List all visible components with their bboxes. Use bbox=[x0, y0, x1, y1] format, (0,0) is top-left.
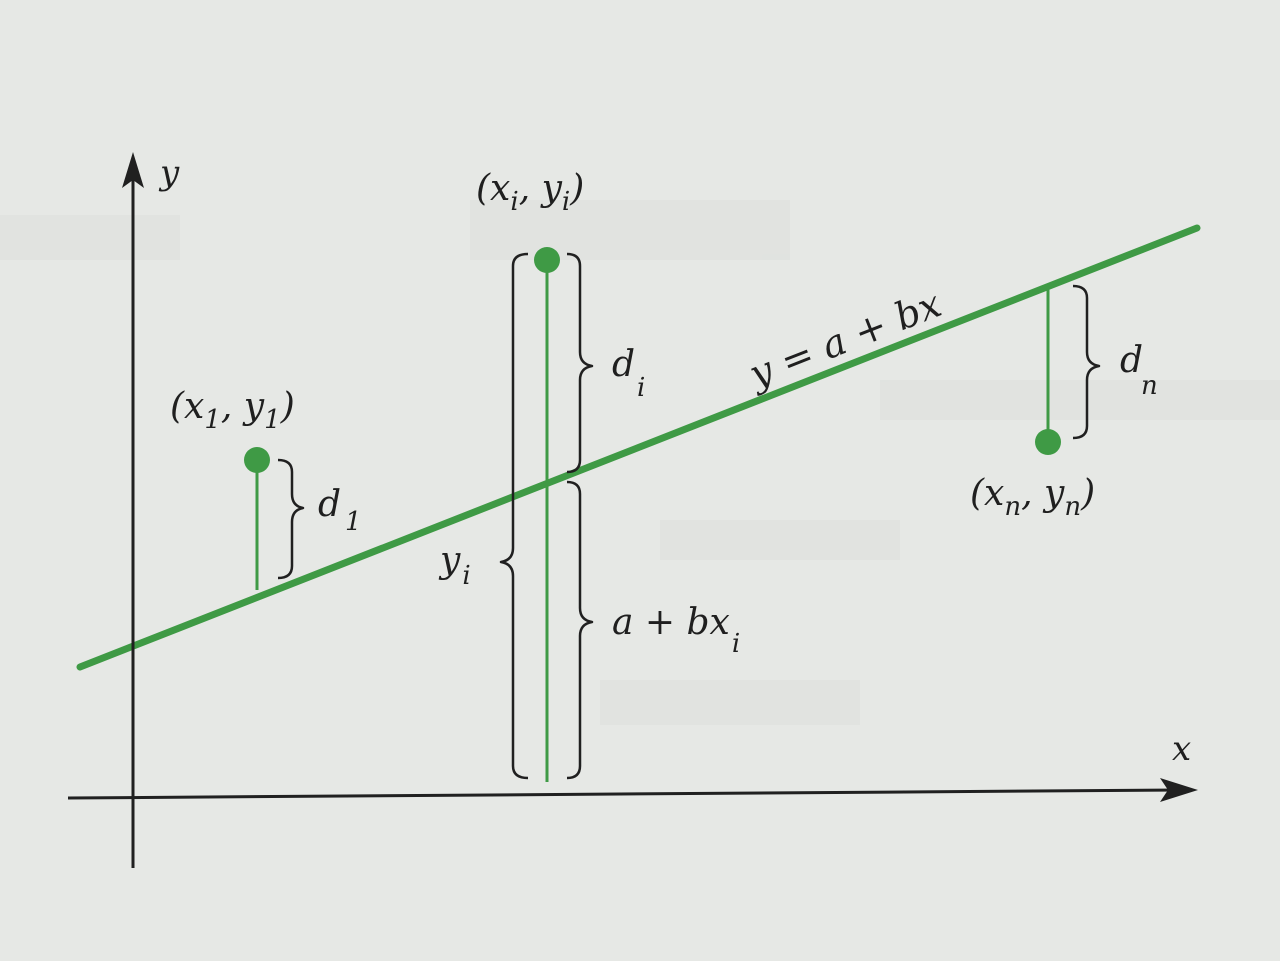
regression-line bbox=[76, 224, 1201, 671]
y-axis-label: y bbox=[158, 153, 180, 193]
y-axis bbox=[122, 152, 144, 868]
data-point-n bbox=[1035, 429, 1061, 455]
show-through-text bbox=[0, 200, 1280, 725]
brace-fitted bbox=[566, 480, 594, 780]
fitted-value-label: a + bxi bbox=[612, 602, 740, 659]
data-point-i bbox=[534, 247, 560, 273]
x-axis-label: x bbox=[1172, 729, 1191, 769]
point-n-label: (xn, yn) bbox=[970, 473, 1095, 522]
brace-d1 bbox=[277, 458, 305, 580]
brace-di bbox=[566, 252, 594, 474]
point-1-label: (x1, y1) bbox=[170, 386, 295, 435]
arrow-right-icon bbox=[1160, 778, 1198, 802]
residual-label-i: di bbox=[612, 344, 645, 403]
observed-y-label: yi bbox=[438, 540, 471, 591]
brace-yi bbox=[499, 252, 529, 780]
x-axis bbox=[67, 778, 1198, 802]
data-point-1 bbox=[244, 447, 270, 473]
brace-dn bbox=[1072, 284, 1101, 440]
arrow-up-icon bbox=[122, 152, 144, 188]
